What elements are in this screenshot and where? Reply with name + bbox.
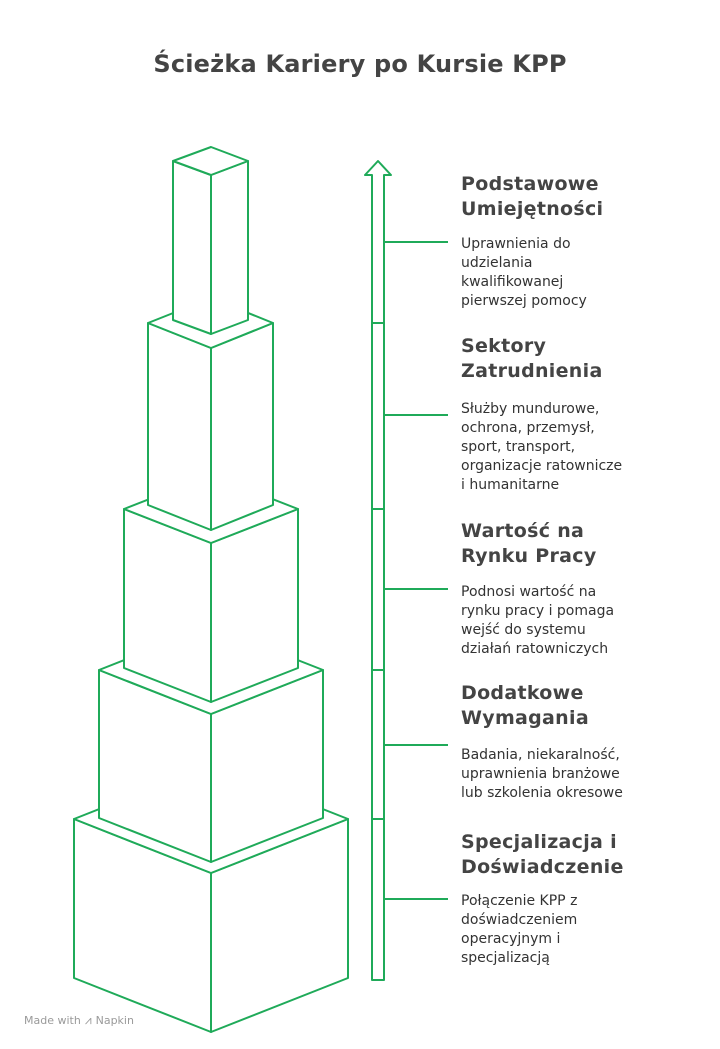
tower-block-5 [172, 146, 249, 335]
step-1-heading: Podstawowe Umiejętności [461, 173, 604, 220]
step-5-heading: Specjalizacja i Doświadczenie [461, 831, 624, 878]
footer-watermark: Made with ⩘ Napkin [24, 1013, 134, 1028]
step-3-heading: Wartość na Rynku Pracy [461, 520, 597, 567]
step-2-description: Służby mundurowe, ochrona, przemysł, spo… [461, 401, 623, 493]
step-1-description: Uprawnienia do udzielania kwalifikowanej… [461, 236, 587, 309]
footer-made-with: Made with [24, 1014, 81, 1027]
arrow-up-icon [364, 160, 392, 981]
block-tower [73, 146, 349, 1033]
step-3-description: Podnosi wartość na rynku pracy i pomaga … [461, 584, 615, 657]
step-5-description: Połączenie KPP z doświadczeniem operacyj… [461, 893, 578, 966]
napkin-logo-icon: ⩘ [84, 1013, 92, 1027]
axis-separators [372, 322, 384, 820]
step-2-heading: Sektory Zatrudnienia [461, 335, 603, 382]
page-title: Ścieżka Kariery po Kursie KPP [153, 50, 567, 78]
step-4-heading: Dodatkowe Wymagania [461, 682, 589, 729]
connector-lines [384, 241, 448, 900]
footer-brand: Napkin [95, 1014, 134, 1027]
step-4-description: Badania, niekaralność, uprawnienia branż… [461, 747, 623, 801]
progress-arrow [364, 160, 448, 981]
